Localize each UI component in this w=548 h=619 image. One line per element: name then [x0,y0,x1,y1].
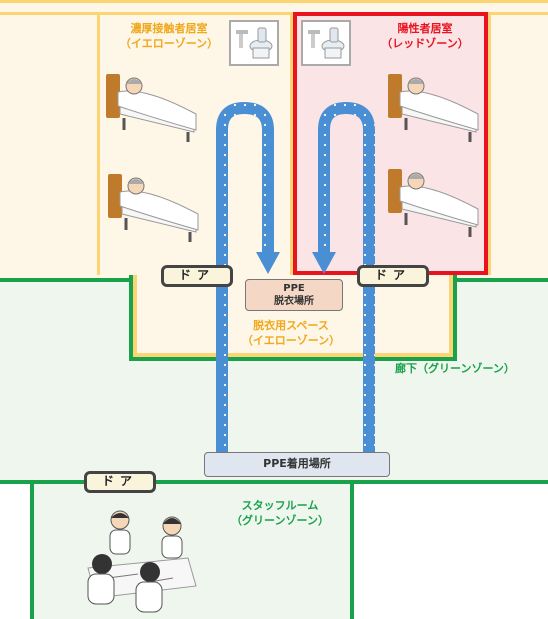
bed-icon-red-1 [388,74,479,142]
staff-room-label-line1: スタッフルーム [241,499,319,512]
red-room-label: 陽性者居室 （レッドゾーン） [370,21,480,51]
bed-icon-yellow-2 [108,174,199,242]
ppe-don-label: PPE着用場所 [263,457,331,470]
toilet-icon-yellow [229,20,279,66]
undress-space-label-line1: 脱衣用スペース [253,319,329,332]
arrow-head-red [312,252,336,274]
door-yellow-room-label: ドア [178,268,215,282]
bed-icon-red-2 [388,169,479,237]
door-staff-room[interactable]: ドア [84,471,156,493]
door-yellow-room[interactable]: ドア [161,265,233,287]
door-red-room-label: ドア [374,268,411,282]
wall-right [488,12,491,275]
yellow-room-label-line1: 濃厚接触者居室 [130,22,208,35]
undress-space-label: 脱衣用スペース （イエローゾーン） [226,318,356,348]
arrow-head-yellow [256,252,280,274]
door-red-room[interactable]: ドア [357,265,429,287]
red-room-label-line2: （レッドゾーン） [381,37,469,50]
corridor-label: 廊下（グリーンゾーン） [395,361,545,376]
ppe-undress-box: PPE 脱衣場所 [245,279,343,311]
undress-space-label-line2: （イエローゾーン） [241,334,341,347]
red-room-label-line1: 陽性者居室 [397,22,453,35]
staff-room-box [30,480,354,619]
toilet-icon-red [301,20,351,66]
ppe-undress-line2: 脱衣場所 [274,296,314,307]
yellow-room-label: 濃厚接触者居室 （イエローゾーン） [104,21,234,51]
corridor-label-text: 廊下（グリーンゾーン） [395,362,515,375]
staff-meeting-illustration [87,510,197,613]
staff-room-label-line2: （グリーンゾーン） [231,514,329,527]
bed-icon-yellow-1 [106,74,197,142]
staff-room-label: スタッフルーム （グリーンゾーン） [225,498,335,528]
yellow-room-label-line2: （イエローゾーン） [119,37,219,50]
door-staff-room-label: ドア [101,474,138,488]
ppe-don-box: PPE着用場所 [204,452,390,477]
ppe-undress-line1: PPE [283,283,305,294]
undress-space-inner-yellow [133,275,453,357]
